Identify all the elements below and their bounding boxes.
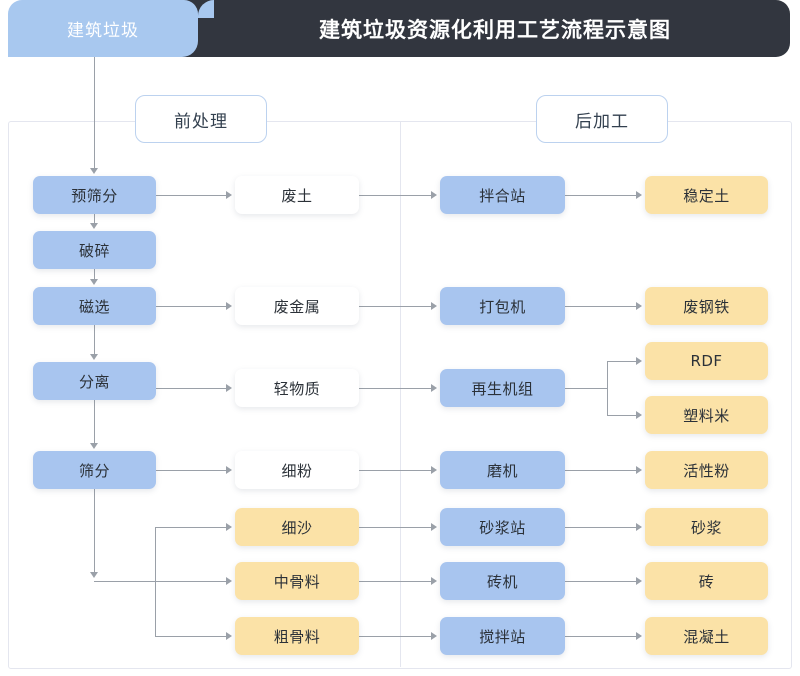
arrowhead-down [90, 443, 98, 449]
connector-fork-to-rdf [607, 361, 636, 362]
arrowhead-right [431, 632, 437, 640]
arrowhead-right [636, 632, 642, 640]
header-notch [198, 0, 214, 18]
arrowhead-right [636, 523, 642, 531]
node-scrap-steel[interactable]: 废钢铁 [645, 287, 768, 325]
node-light-material[interactable]: 轻物质 [235, 369, 359, 407]
node-concrete-batch-plant[interactable]: 搅拌站 [440, 617, 565, 655]
node-activated-powder[interactable]: 活性粉 [645, 451, 768, 489]
arrowhead-right [226, 384, 232, 392]
arrowhead-right [431, 191, 437, 199]
node-concrete[interactable]: 混凝土 [645, 617, 768, 655]
node-mixing-station[interactable]: 拌合站 [440, 176, 565, 214]
arrowhead-down [90, 572, 98, 578]
connector-regenerationunit-stem [565, 388, 608, 389]
connector-regenerationunit-fork [607, 361, 608, 415]
connector-separation-to-screening [94, 400, 95, 443]
connector-mixingstation-to-stabilizedsoil [565, 195, 636, 196]
node-fine-sand[interactable]: 细沙 [235, 508, 359, 546]
connector-brickmachine-to-brick [565, 581, 636, 582]
node-fine-powder[interactable]: 细粉 [235, 451, 359, 489]
node-magnetic-separation[interactable]: 磁选 [33, 287, 156, 325]
connector-crush-to-magnetic [94, 269, 95, 280]
connector-wastemetal-to-baler [359, 306, 431, 307]
arrowhead-down [90, 279, 98, 285]
arrowhead-right [636, 466, 642, 474]
node-waste-metal[interactable]: 废金属 [235, 287, 359, 325]
connector-magnetic-to-separation [94, 325, 95, 354]
connector-screening-branch-horizontal [94, 581, 226, 582]
section-tab-pretreatment[interactable]: 前处理 [135, 95, 267, 143]
connector-bus-to-coarseaggregate [155, 636, 226, 637]
connector-screening-to-finepowder [156, 470, 226, 471]
connector-waste-to-prescreening [94, 57, 95, 169]
node-screening[interactable]: 筛分 [33, 451, 156, 489]
header-tab-construction-waste[interactable]: 建筑垃圾 [8, 0, 198, 57]
connector-lightmaterial-to-regenerationunit [359, 388, 431, 389]
node-crushing[interactable]: 破碎 [33, 231, 156, 269]
arrowhead-down [90, 168, 98, 174]
section-tab-postprocessing[interactable]: 后加工 [536, 95, 668, 143]
connector-magnetic-to-wastemetal [156, 306, 226, 307]
arrowhead-right [636, 411, 642, 419]
arrowhead-right [431, 384, 437, 392]
arrowhead-right [431, 523, 437, 531]
connector-wastesoil-to-mixingstation [359, 195, 431, 196]
node-separation[interactable]: 分离 [33, 362, 156, 400]
connector-prescreen-to-wastesoil [156, 195, 226, 196]
node-regeneration-unit[interactable]: 再生机组 [440, 369, 565, 407]
node-coarse-aggregate[interactable]: 粗骨料 [235, 617, 359, 655]
connector-prescreen-to-crush [94, 214, 95, 224]
arrowhead-right [636, 577, 642, 585]
arrowhead-right [431, 302, 437, 310]
arrowhead-right [636, 302, 642, 310]
page-title: 建筑垃圾资源化利用工艺流程示意图 [319, 17, 671, 42]
connector-separation-to-lightmaterial [156, 388, 226, 389]
connector-finesand-to-mortarstation [359, 527, 431, 528]
node-grinding-mill[interactable]: 磨机 [440, 451, 565, 489]
section-divider [400, 121, 401, 667]
arrowhead-right [226, 523, 232, 531]
arrowhead-down [90, 354, 98, 360]
node-plastic-pellets[interactable]: 塑料米 [645, 396, 768, 434]
connector-aggregate-bus-vertical [155, 527, 156, 637]
node-medium-aggregate[interactable]: 中骨料 [235, 562, 359, 600]
arrowhead-right [431, 577, 437, 585]
arrowhead-right [226, 191, 232, 199]
arrowhead-down [90, 223, 98, 229]
arrowhead-right [431, 466, 437, 474]
arrowhead-right [636, 357, 642, 365]
connector-finepowder-to-mill [359, 470, 431, 471]
connector-baler-to-scrapsteel [565, 306, 636, 307]
arrowhead-right [226, 302, 232, 310]
node-brick-machine[interactable]: 砖机 [440, 562, 565, 600]
node-mortar-station[interactable]: 砂浆站 [440, 508, 565, 546]
arrowhead-right [226, 466, 232, 474]
node-pre-screening[interactable]: 预筛分 [33, 176, 156, 214]
node-waste-soil[interactable]: 废土 [235, 176, 359, 214]
connector-fork-to-plasticpellets [607, 415, 636, 416]
node-rdf[interactable]: RDF [645, 342, 768, 380]
arrowhead-right [226, 632, 232, 640]
arrowhead-right [636, 191, 642, 199]
arrowhead-right [226, 577, 232, 585]
connector-mill-to-activatedpowder [565, 470, 636, 471]
node-baler[interactable]: 打包机 [440, 287, 565, 325]
connector-screening-branch-vertical [94, 489, 95, 572]
connector-mortarstation-to-mortar [565, 527, 636, 528]
connector-coarseaggregate-to-batchplant [359, 636, 431, 637]
connector-mediumaggregate-to-brickmachine [359, 581, 431, 582]
node-brick[interactable]: 砖 [645, 562, 768, 600]
node-mortar[interactable]: 砂浆 [645, 508, 768, 546]
connector-batchplant-to-concrete [565, 636, 636, 637]
connector-bus-to-finesand [155, 527, 226, 528]
header-bar [100, 0, 790, 57]
node-stabilized-soil[interactable]: 稳定土 [645, 176, 768, 214]
